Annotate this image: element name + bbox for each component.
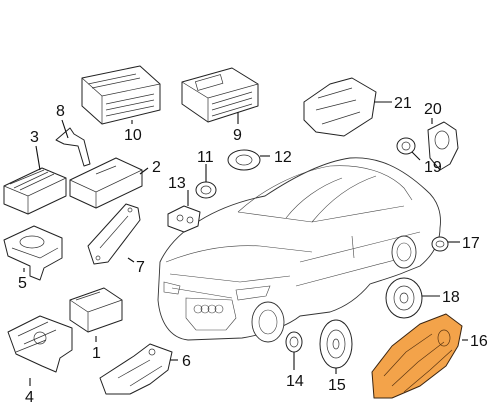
callout-7[interactable]: 7 xyxy=(136,259,145,276)
part-3-amplifier[interactable] xyxy=(3,167,67,215)
callout-13[interactable]: 13 xyxy=(168,175,186,192)
callout-17[interactable]: 17 xyxy=(462,235,480,252)
leader-lines xyxy=(23,101,468,386)
part-9-media-unit[interactable] xyxy=(181,67,259,123)
callout-8[interactable]: 8 xyxy=(56,103,65,120)
part-13-bracket[interactable] xyxy=(167,205,201,233)
part-14-tweeter[interactable] xyxy=(285,331,303,353)
callout-12[interactable]: 12 xyxy=(274,149,292,166)
callout-18[interactable]: 18 xyxy=(442,289,460,306)
callout-5[interactable]: 5 xyxy=(18,275,27,292)
part-17-tweeter[interactable] xyxy=(431,236,449,252)
callout-20[interactable]: 20 xyxy=(424,101,442,118)
callout-2[interactable]: 2 xyxy=(152,159,161,176)
part-1-module[interactable] xyxy=(69,287,123,333)
part-4-bracket[interactable] xyxy=(7,315,73,373)
callout-10[interactable]: 10 xyxy=(124,127,142,144)
part-8-bracket[interactable] xyxy=(55,127,91,167)
part-19-tweeter[interactable] xyxy=(396,137,416,155)
part-16-highlighted-enclosure[interactable] xyxy=(371,313,463,399)
callout-16[interactable]: 16 xyxy=(470,333,488,350)
part-5-bracket[interactable] xyxy=(3,225,63,281)
callout-1[interactable]: 1 xyxy=(92,345,101,362)
part-7-bracket[interactable] xyxy=(87,203,141,265)
vehicle-illustration xyxy=(157,157,441,343)
part-21-subwoofer-housing[interactable] xyxy=(303,77,377,137)
callout-6[interactable]: 6 xyxy=(182,353,191,370)
part-11-tweeter[interactable] xyxy=(195,181,217,199)
part-18-speaker[interactable] xyxy=(385,277,423,319)
callout-9[interactable]: 9 xyxy=(233,127,242,144)
part-6-bracket[interactable] xyxy=(99,343,173,395)
callout-3[interactable]: 3 xyxy=(30,129,39,146)
part-2-amplifier[interactable] xyxy=(69,157,143,209)
callout-21[interactable]: 21 xyxy=(394,95,412,112)
callout-19[interactable]: 19 xyxy=(424,159,442,176)
callout-labels: 1 2 3 4 5 6 7 8 9 10 11 12 13 14 15 16 1… xyxy=(18,95,488,406)
callout-11[interactable]: 11 xyxy=(197,149,214,166)
part-20-bracket[interactable] xyxy=(427,121,459,171)
callout-15[interactable]: 15 xyxy=(328,377,346,394)
part-10-head-unit[interactable] xyxy=(81,65,161,125)
callout-14[interactable]: 14 xyxy=(286,373,304,390)
part-12-speaker[interactable] xyxy=(227,149,261,171)
part-15-speaker[interactable] xyxy=(319,319,353,369)
callout-4[interactable]: 4 xyxy=(25,389,34,406)
